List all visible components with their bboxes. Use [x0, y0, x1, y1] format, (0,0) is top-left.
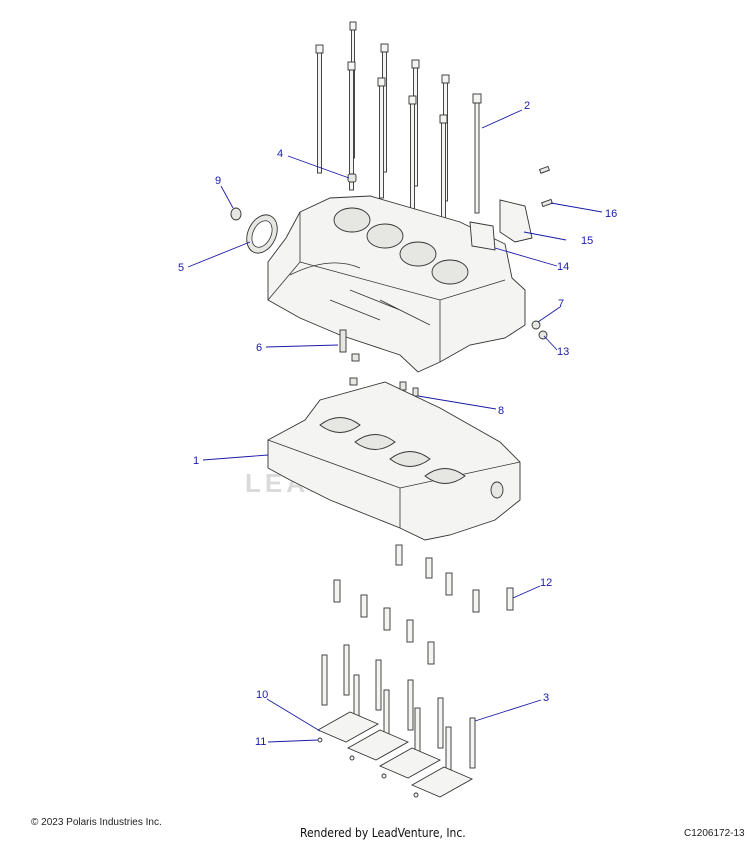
- callout-12: 12: [540, 577, 552, 589]
- callout-14: 14: [557, 261, 569, 273]
- lower-crankcase: [267, 381, 521, 541]
- copyright-text: © 2023 Polaris Industries Inc.: [31, 817, 162, 828]
- bearing-cap-plates: [316, 711, 474, 798]
- callout-16: 16: [605, 208, 617, 220]
- callout-11: 11: [255, 736, 266, 748]
- callout-1: 1: [193, 455, 199, 467]
- callout-3: 3: [543, 692, 549, 704]
- callout-7: 7: [558, 298, 564, 310]
- callout-labels: 1 2 3 4 5 6 7 8 9 10 11 12 13 14 15 16: [178, 100, 617, 748]
- side-cover: [469, 165, 553, 251]
- callout-15: 15: [581, 235, 593, 247]
- callout-9: 9: [215, 175, 221, 187]
- rear-main-seal: [246, 214, 278, 254]
- main-bearing-bolts: [333, 544, 514, 665]
- callout-13: 13: [557, 346, 569, 358]
- callout-10: 10: [256, 689, 268, 701]
- leader-lines: [187, 109, 603, 743]
- upper-crankcase-block: [267, 195, 526, 373]
- plug: [230, 207, 242, 221]
- callout-2: 2: [524, 100, 530, 112]
- callout-4: 4: [277, 148, 283, 160]
- figure-code: C1206172-13: [684, 828, 745, 839]
- callout-8: 8: [498, 405, 504, 417]
- callout-5: 5: [178, 262, 184, 274]
- rendered-by-text: Rendered by LeadVenture, Inc.: [300, 826, 466, 840]
- callout-6: 6: [256, 342, 262, 354]
- head-bolts: [315, 21, 482, 232]
- lower-long-bolts: [321, 644, 476, 778]
